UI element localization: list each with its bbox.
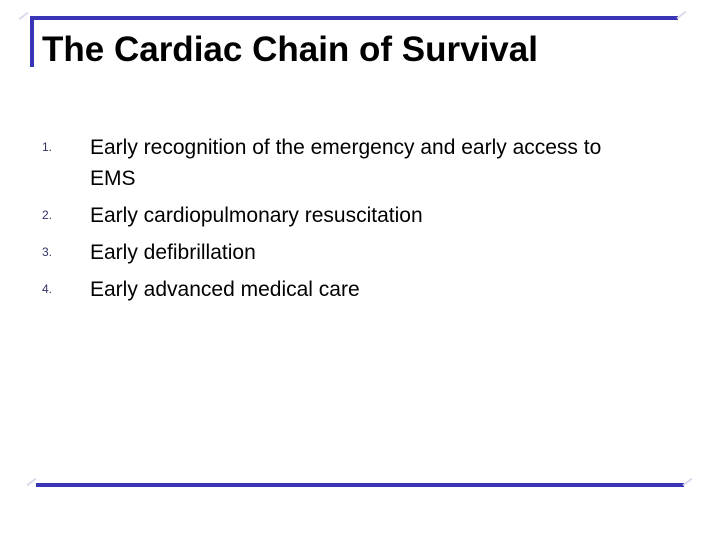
- left-accent-line: [30, 16, 34, 67]
- list-item: 3. Early defibrillation: [42, 237, 642, 268]
- list-item: 4. Early advanced medical care: [42, 274, 642, 305]
- list-item: 2. Early cardiopulmonary resuscitation: [42, 200, 642, 231]
- list-item-text: Early advanced medical care: [90, 278, 360, 301]
- corner-mark-bottom-left: [26, 477, 37, 487]
- list-item-number: 3.: [42, 245, 53, 259]
- bottom-accent-line: [36, 483, 684, 487]
- corner-mark-bottom-right: [682, 477, 693, 487]
- corner-mark-top-left: [18, 11, 29, 21]
- list-item-number: 1.: [42, 140, 53, 154]
- list-item-number: 4.: [42, 282, 53, 296]
- list-item-number: 2.: [42, 208, 53, 222]
- page-title: The Cardiac Chain of Survival: [42, 30, 538, 69]
- corner-mark-top-right: [676, 10, 687, 20]
- list-item: 1. Early recognition of the emergency an…: [42, 132, 642, 194]
- top-accent-line: [30, 16, 678, 20]
- numbered-list: 1. Early recognition of the emergency an…: [42, 132, 642, 311]
- list-item-text: Early cardiopulmonary resuscitation: [90, 204, 423, 227]
- list-item-text: Early defibrillation: [90, 241, 256, 264]
- list-item-text: Early recognition of the emergency and e…: [90, 136, 602, 190]
